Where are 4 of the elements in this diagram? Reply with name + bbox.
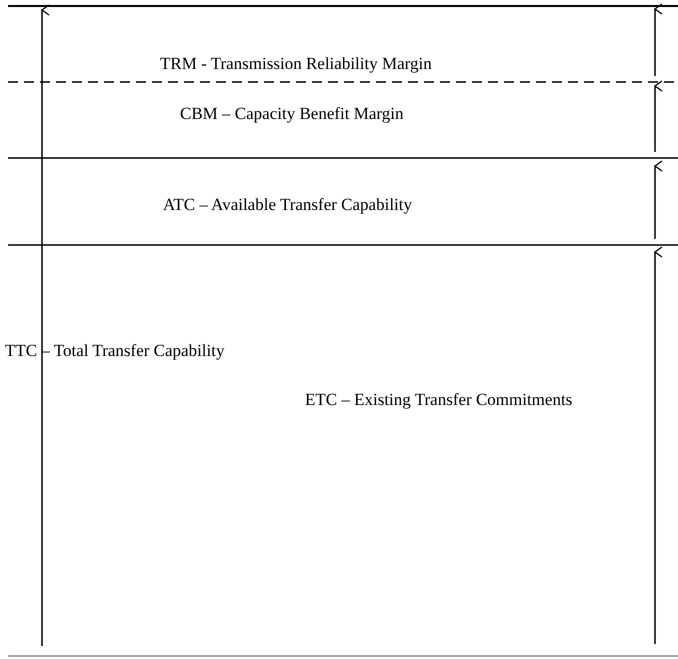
band-label: TRM - Transmission Reliability Margin	[160, 54, 432, 74]
band-label: ATC – Available Transfer Capability	[163, 195, 412, 215]
band-label: CBM – Capacity Benefit Margin	[180, 104, 404, 124]
band-label: ETC – Existing Transfer Commitments	[305, 390, 572, 410]
